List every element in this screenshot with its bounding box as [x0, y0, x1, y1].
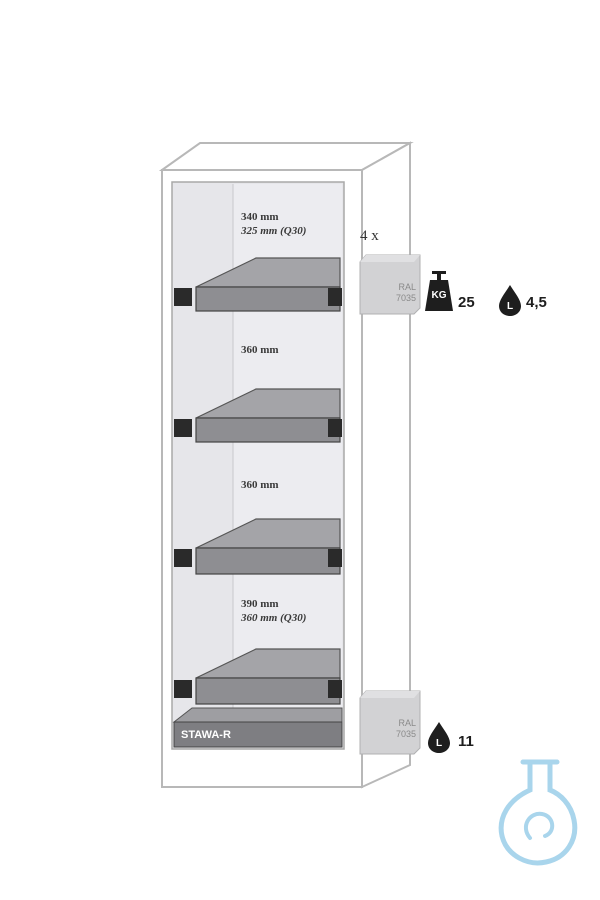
tray: [174, 518, 342, 575]
tray-quantity: 4 x: [360, 228, 379, 244]
tray-volume-value: 4,5: [526, 294, 547, 311]
height-value-q30: 325 mm (Q30): [241, 225, 307, 237]
tray: [174, 257, 342, 312]
tray-load-value: 25: [458, 294, 475, 311]
tray: [174, 648, 342, 705]
drop-icon-text: L: [506, 301, 514, 312]
height-value: 360 mm: [241, 479, 279, 491]
height-value: 340 mm: [241, 211, 279, 223]
height-value-q30: 360 mm (Q30): [241, 612, 307, 624]
height-value: 390 mm: [241, 598, 279, 610]
drop-volume-icon: [499, 285, 521, 316]
model-label: STAWA-R: [181, 729, 231, 741]
tray-ral: RAL 7035: [395, 282, 416, 303]
compartment-height-label: 360 mm: [241, 478, 279, 492]
weight-icon: [425, 271, 453, 311]
tray-slide: [328, 288, 342, 306]
sump-color-swatch: [359, 690, 421, 755]
compartment-height-label: 340 mm 325 mm (Q30): [241, 210, 306, 238]
weight-icon-text: KG: [431, 290, 447, 301]
tray: [174, 388, 342, 443]
compartment-height-label: 390 mm 360 mm (Q30): [241, 597, 306, 625]
drop-volume-icon: [428, 722, 450, 753]
sump-volume-value: 11: [458, 733, 474, 750]
drop-icon-text: L: [435, 738, 443, 749]
bottom-sump: [172, 707, 343, 748]
compartment-height-label: 360 mm: [241, 343, 279, 357]
flask-logo-icon: [498, 759, 578, 866]
tray-slide: [174, 288, 192, 306]
height-value: 360 mm: [241, 344, 279, 356]
sump-ral: RAL 7035: [395, 718, 416, 739]
tray-color-swatch: [359, 254, 421, 315]
